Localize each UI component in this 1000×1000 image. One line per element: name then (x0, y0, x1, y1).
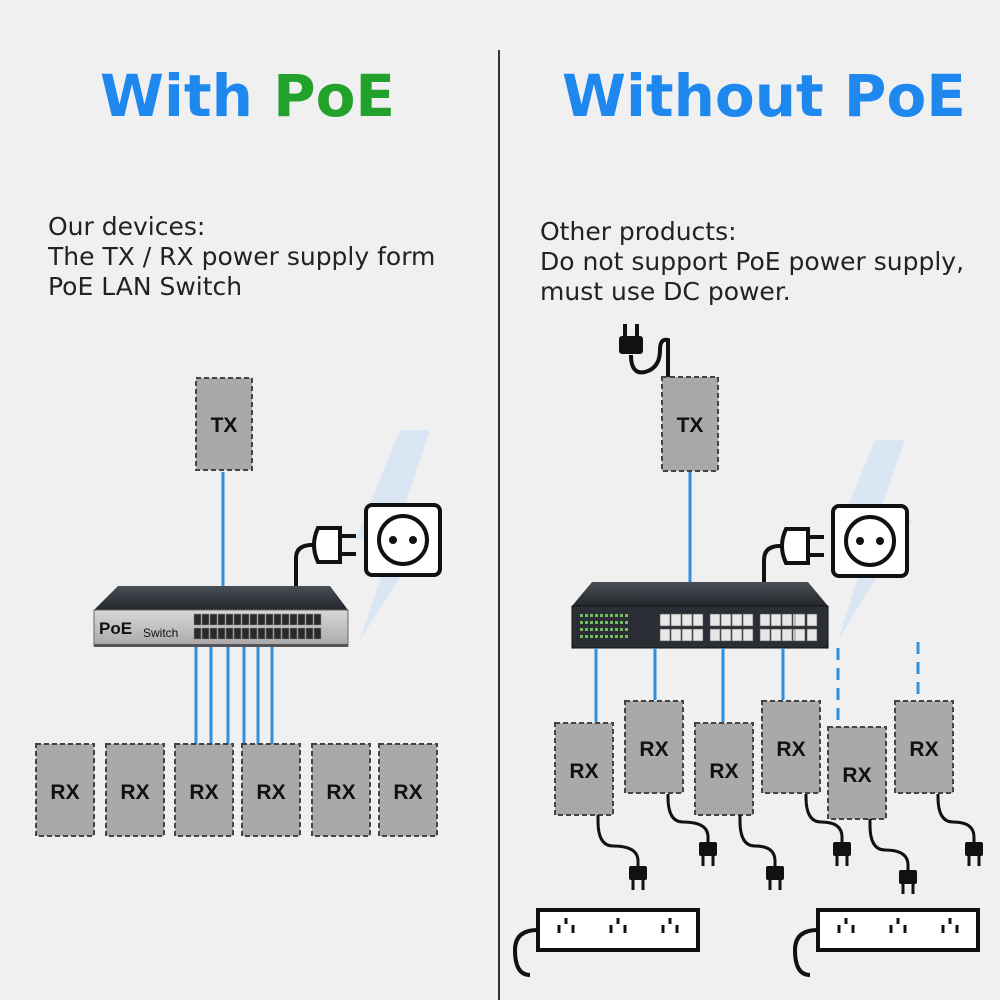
power-plug-icon (936, 794, 983, 866)
left-description: Our devices: The TX / RX power supply fo… (48, 212, 435, 302)
rx-label: RX (709, 760, 738, 783)
power-strip-icon (792, 908, 980, 977)
rx-device: RX (554, 722, 614, 816)
rx-device: RX (694, 722, 754, 816)
switch-ports (659, 613, 818, 642)
rx-device: RX (105, 743, 165, 837)
left-description-line-3: PoE LAN Switch (48, 272, 243, 301)
rx-device: RX (624, 700, 684, 794)
rx-device: RX (174, 743, 234, 837)
rx-device: RX (35, 743, 95, 837)
rx-device: RX (827, 726, 887, 820)
rx-label: RX (569, 760, 598, 783)
tx-device (195, 377, 253, 471)
rx-cables (594, 642, 920, 726)
network-switch (571, 582, 829, 649)
left-description-line-2: The TX / RX power supply form (48, 242, 436, 271)
rx-cables (194, 647, 274, 744)
power-plug-icon (868, 819, 917, 894)
switch-brand-label: PoE (99, 619, 132, 638)
with-poe-heading: With PoE (100, 62, 395, 130)
rx-device: RX (378, 743, 438, 837)
power-strip-icon (512, 908, 700, 977)
rx-power-plugs (596, 794, 983, 894)
rx-device: RX (894, 700, 954, 794)
switch-ports (193, 613, 322, 640)
right-description-line-1: Other products: (540, 217, 737, 246)
power-plug-icon (738, 815, 784, 890)
rx-label: RX (842, 764, 871, 787)
tx-label: TX (677, 414, 704, 437)
right-description-line-3: must use DC power. (540, 277, 791, 306)
left-description-line-1: Our devices: (48, 212, 206, 241)
wall-socket-icon (364, 503, 442, 577)
right-description-line-2: Do not support PoE power supply, (540, 247, 965, 276)
rx-label: RX (256, 781, 285, 804)
rx-label: RX (189, 781, 218, 804)
rx-label: RX (50, 781, 79, 804)
rx-label: RX (776, 738, 805, 761)
without-poe-heading: Without PoE (562, 62, 966, 130)
power-plug-icon (666, 794, 717, 866)
rx-label: RX (393, 781, 422, 804)
rx-devices: RX RX RX RX RX RX (35, 743, 438, 837)
power-plug-icon (619, 324, 670, 378)
heading-poe-text: PoE (273, 62, 396, 130)
poe-switch: PoE Switch (93, 586, 349, 647)
right-description: Other products: Do not support PoE power… (540, 217, 964, 307)
switch-text-label: Switch (143, 626, 178, 640)
rx-label: RX (639, 738, 668, 761)
heading-with-text: With (100, 62, 274, 130)
rx-device: RX (311, 743, 371, 837)
rx-label: RX (909, 738, 938, 761)
rx-device: RX (761, 700, 821, 794)
rx-label: RX (120, 781, 149, 804)
tx-label: TX (211, 414, 238, 437)
power-plug-icon (294, 526, 356, 588)
tx-device (661, 376, 719, 472)
rx-devices: RX RX RX RX RX RX (554, 700, 954, 820)
power-plug-icon (762, 527, 824, 582)
power-plug-icon (804, 794, 851, 866)
rx-label: RX (326, 781, 355, 804)
wall-socket-icon (831, 504, 909, 578)
rx-device: RX (241, 743, 301, 837)
power-plug-icon (596, 815, 647, 890)
